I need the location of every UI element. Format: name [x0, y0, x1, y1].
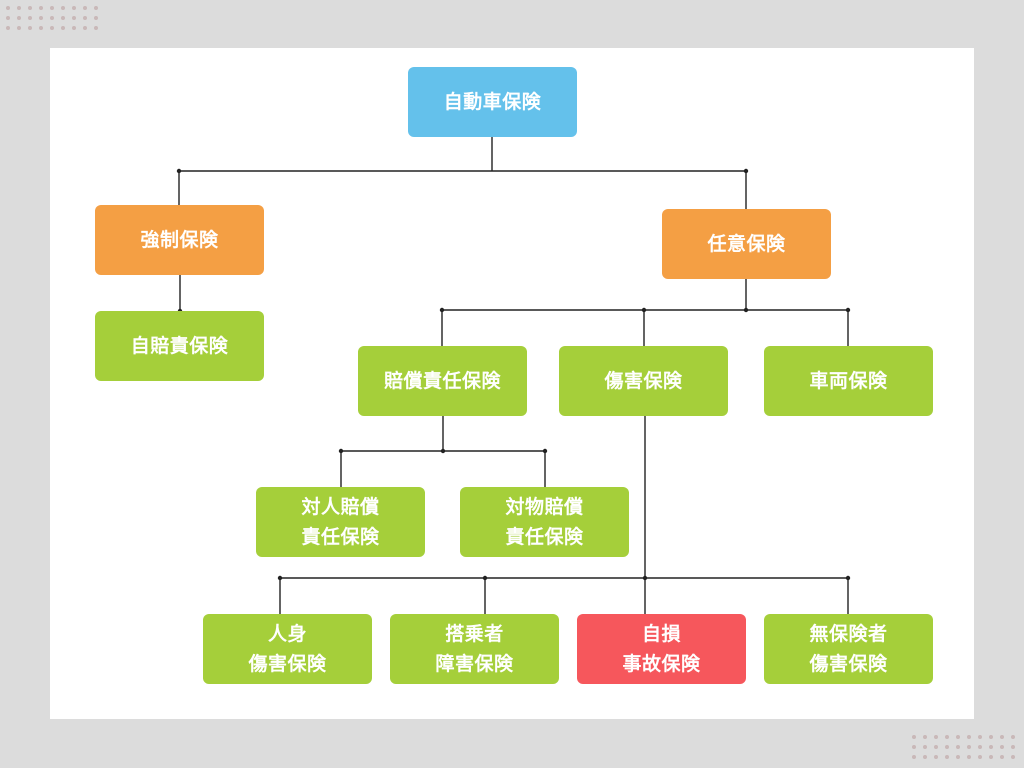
decorative-dot [934, 735, 938, 739]
decorative-dot [50, 6, 54, 10]
decorative-dot [61, 26, 65, 30]
decorative-dot [923, 745, 927, 749]
decorative-dot [978, 755, 982, 759]
decorative-dot [28, 16, 32, 20]
decorative-dot [1011, 735, 1015, 739]
node-compulsory-insurance: 強制保険 [95, 205, 264, 275]
decorative-dots-bottom-right [912, 735, 1015, 759]
decorative-dot [945, 735, 949, 739]
decorative-dot [989, 745, 993, 749]
decorative-dot [1000, 755, 1004, 759]
decorative-dots-top-left [6, 6, 98, 30]
decorative-dot [94, 16, 98, 20]
decorative-dot [967, 755, 971, 759]
decorative-dot [989, 755, 993, 759]
decorative-dot [956, 755, 960, 759]
decorative-dot [923, 755, 927, 759]
decorative-dot [912, 755, 916, 759]
decorative-dot [17, 16, 21, 20]
decorative-dot [61, 6, 65, 10]
node-uninsured-motorist-insurance: 無保険者 傷害保険 [764, 614, 933, 684]
decorative-dot [50, 16, 54, 20]
decorative-dot [17, 26, 21, 30]
decorative-dot [94, 26, 98, 30]
decorative-dot [17, 6, 21, 10]
node-voluntary-insurance: 任意保険 [662, 209, 831, 279]
decorative-dot [72, 26, 76, 30]
decorative-dot [28, 6, 32, 10]
decorative-dot [945, 755, 949, 759]
decorative-dot [39, 26, 43, 30]
decorative-dot [83, 6, 87, 10]
decorative-dot [61, 16, 65, 20]
decorative-dot [94, 6, 98, 10]
decorative-dot [1000, 735, 1004, 739]
decorative-dot [934, 755, 938, 759]
decorative-dot [1011, 755, 1015, 759]
decorative-dot [6, 6, 10, 10]
node-root-auto-insurance: 自動車保険 [408, 67, 577, 137]
decorative-dot [1000, 745, 1004, 749]
node-liability-insurance: 賠償責任保険 [358, 346, 527, 416]
decorative-dot [934, 745, 938, 749]
decorative-dot [1011, 745, 1015, 749]
decorative-dot [923, 735, 927, 739]
decorative-dot [989, 735, 993, 739]
decorative-dot [912, 745, 916, 749]
decorative-dot [956, 735, 960, 739]
decorative-dot [912, 735, 916, 739]
decorative-dot [39, 6, 43, 10]
decorative-dot [28, 26, 32, 30]
decorative-dot [956, 745, 960, 749]
decorative-dot [6, 26, 10, 30]
decorative-dot [72, 6, 76, 10]
decorative-dot [978, 735, 982, 739]
node-self-accident-insurance: 自損 事故保険 [577, 614, 746, 684]
node-jibaiseki-insurance: 自賠責保険 [95, 311, 264, 381]
decorative-dot [83, 26, 87, 30]
decorative-dot [50, 26, 54, 30]
decorative-dot [978, 745, 982, 749]
decorative-dot [6, 16, 10, 20]
node-personal-injury-insurance: 人身 傷害保険 [203, 614, 372, 684]
decorative-dot [72, 16, 76, 20]
decorative-dot [39, 16, 43, 20]
node-injury-insurance: 傷害保険 [559, 346, 728, 416]
decorative-dot [967, 745, 971, 749]
decorative-dot [967, 735, 971, 739]
node-property-liability-insurance: 対物賠償 責任保険 [460, 487, 629, 557]
decorative-dot [945, 745, 949, 749]
node-vehicle-insurance: 車両保険 [764, 346, 933, 416]
decorative-dot [83, 16, 87, 20]
node-bodily-liability-insurance: 対人賠償 責任保険 [256, 487, 425, 557]
node-passenger-injury-insurance: 搭乗者 障害保険 [390, 614, 559, 684]
